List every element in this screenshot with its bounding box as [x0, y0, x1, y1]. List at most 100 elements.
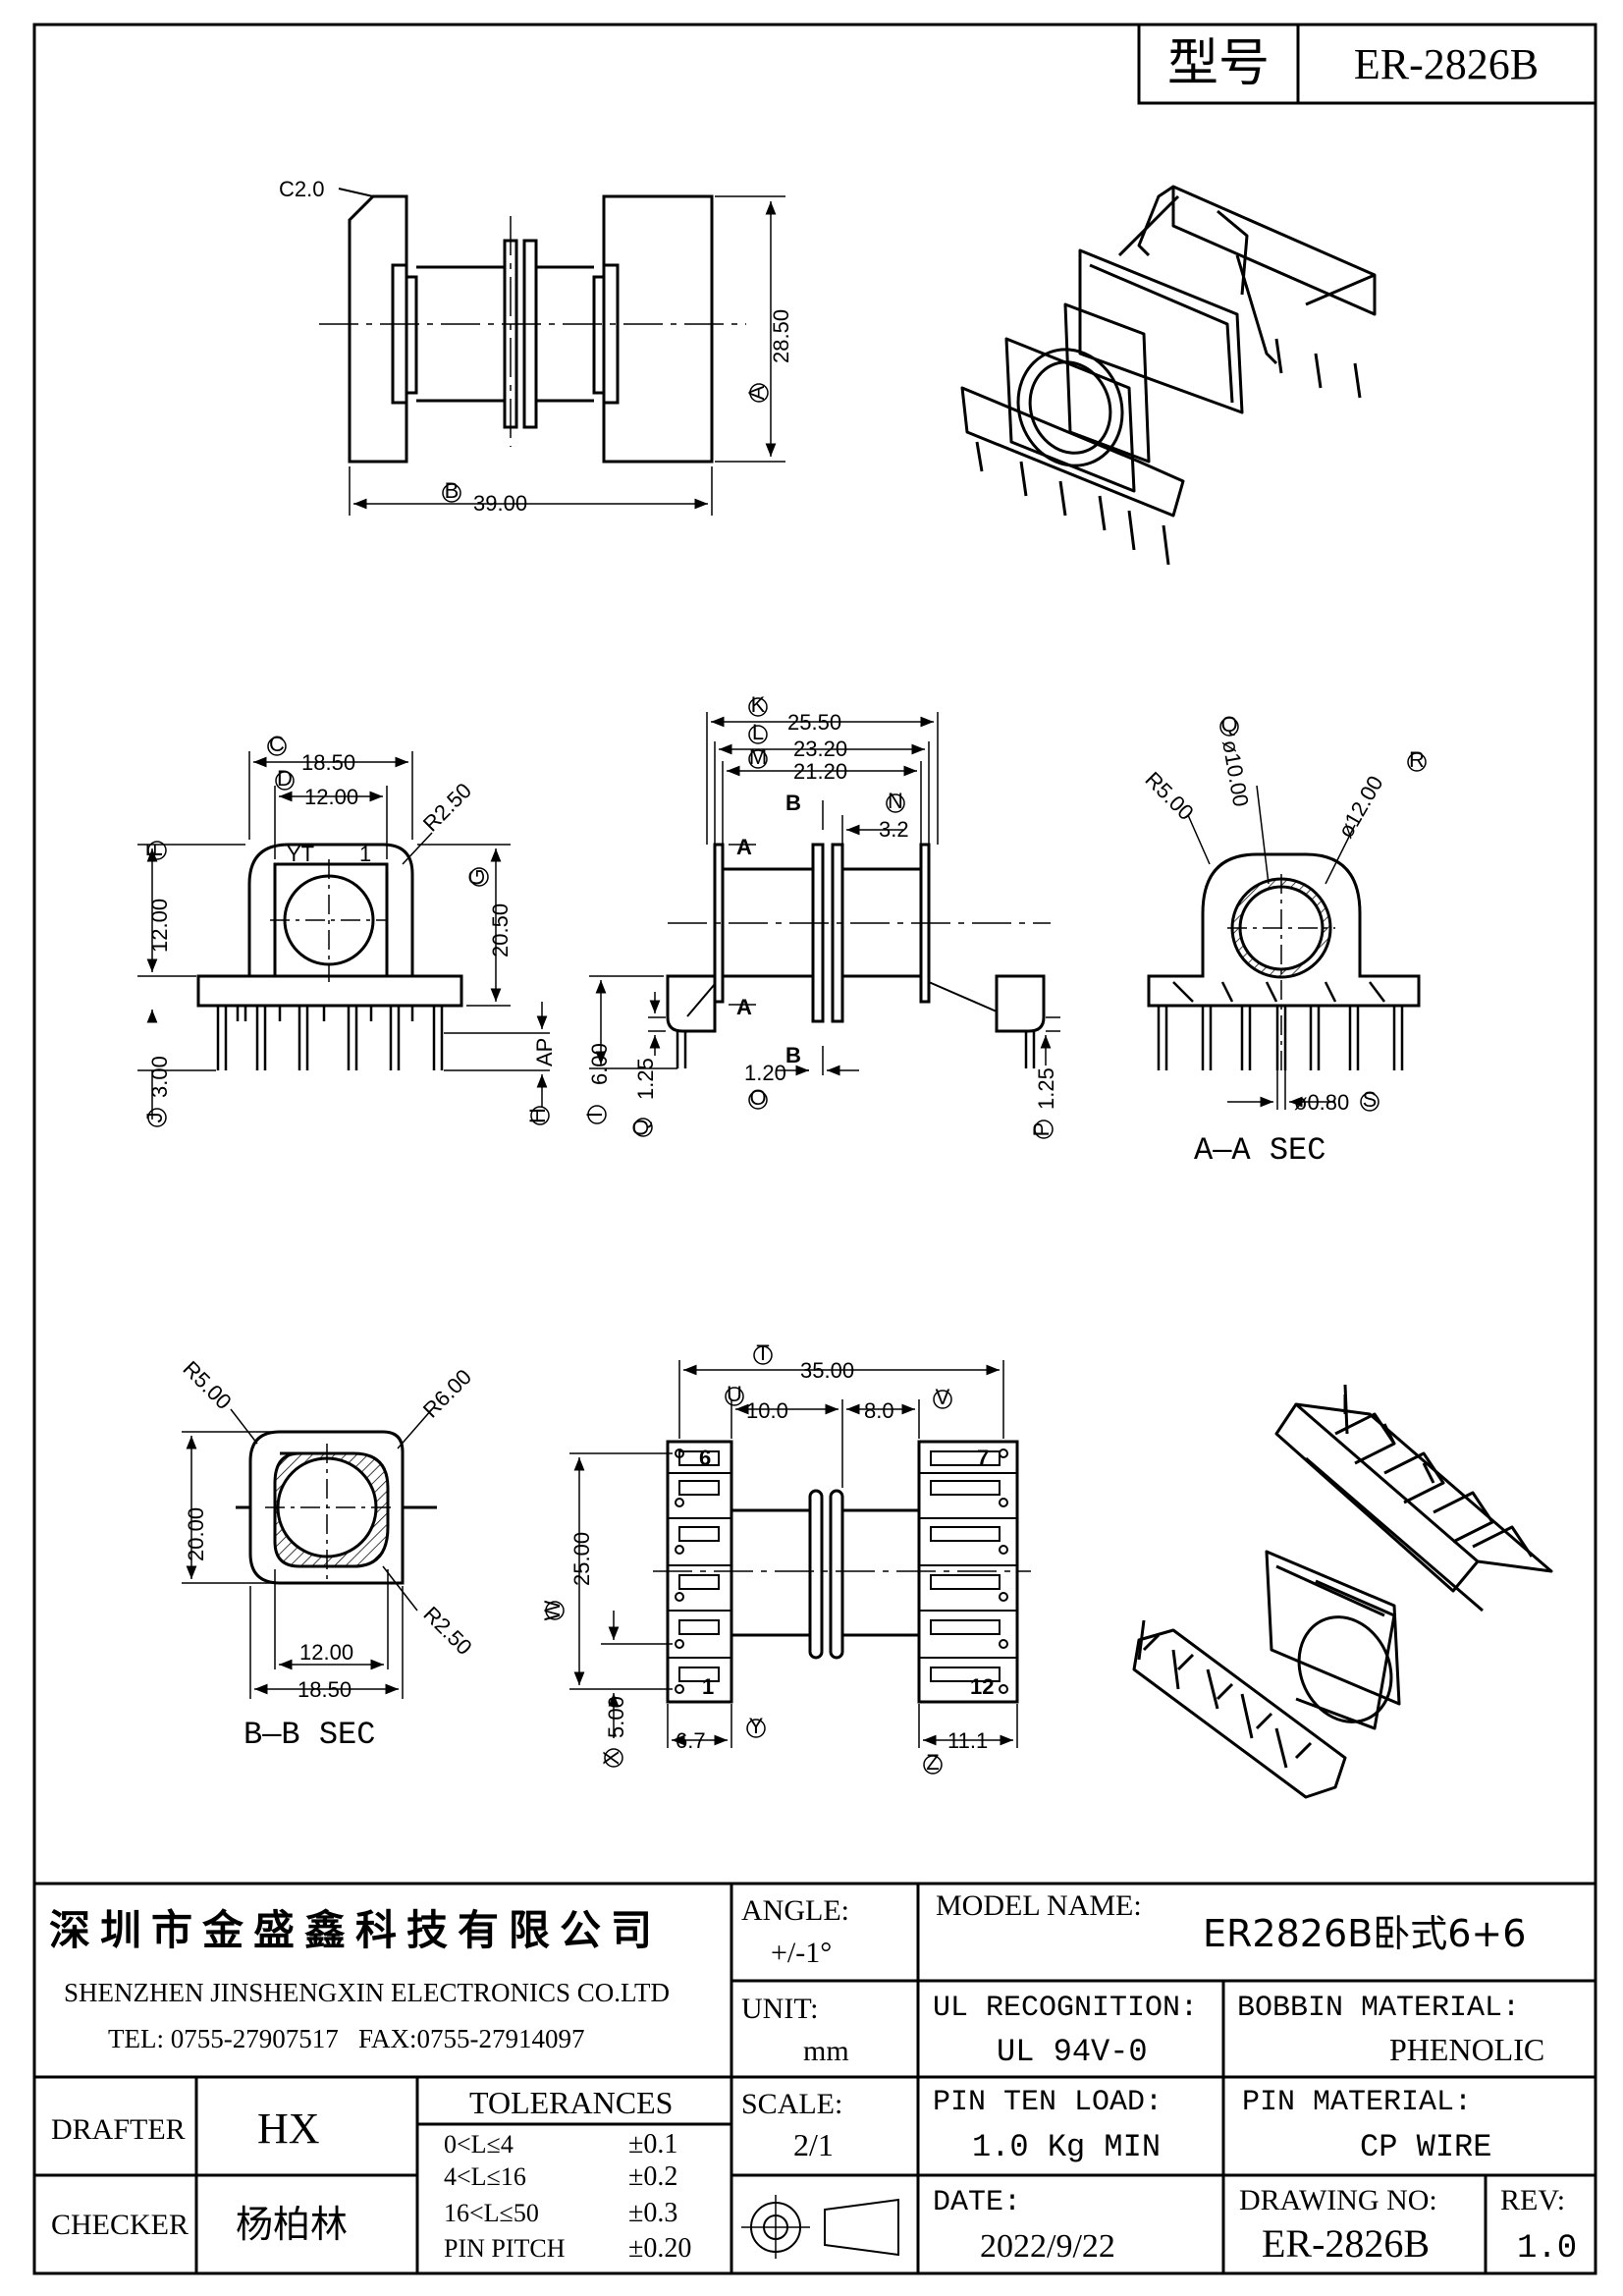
- bb-section: [182, 1408, 437, 1699]
- front-mark-1: 1: [359, 842, 371, 866]
- tolerance-range-2: 4<L≤16: [444, 2162, 526, 2191]
- unit-value: mm: [803, 2035, 849, 2067]
- iso-view-top: [960, 185, 1377, 566]
- bottom-b: 8.0: [864, 1398, 894, 1423]
- side-t-left: 1.25: [633, 1058, 658, 1100]
- side-view: [589, 712, 1060, 1076]
- front-pin-len: 3.00: [147, 1056, 172, 1098]
- side-sec-a-top: A: [736, 835, 752, 859]
- height-code: A: [744, 385, 769, 400]
- aa-pin-d: ø0.80: [1294, 1090, 1349, 1115]
- side-l3: 21.20: [793, 759, 847, 784]
- front-w2-code: D: [277, 766, 293, 791]
- bottom-b-code: V: [936, 1385, 950, 1409]
- bottom-view: [569, 1360, 1031, 1748]
- bottom-a: 10.0: [746, 1398, 788, 1423]
- front-ap-code: H: [525, 1108, 550, 1123]
- top-view-labels: C2.0 28.50 A B 39.00: [279, 177, 793, 516]
- front-view: [137, 751, 550, 1120]
- side-view-labels: K 25.50 L 23.20 M 21.20 N 3.2 B B A A 1.…: [582, 692, 1058, 1139]
- bottom-pin-space-code: X: [599, 1750, 623, 1765]
- bottom-pin-space: 5.00: [604, 1696, 628, 1738]
- bottom-c: 6.7: [676, 1728, 706, 1753]
- model-name-label: MODEL NAME:: [936, 1889, 1142, 1922]
- front-h-left: 12.00: [147, 899, 172, 953]
- drawing-no-label: DRAWING NO:: [1239, 2184, 1437, 2216]
- drafter-label: DRAFTER: [51, 2113, 186, 2146]
- side-t-right-code: P: [1029, 1122, 1054, 1137]
- side-l1: 25.50: [787, 710, 841, 735]
- date-value: 2022/9/22: [980, 2228, 1115, 2265]
- side-t-right: 1.25: [1034, 1067, 1058, 1110]
- side-base: 6.00: [587, 1043, 612, 1085]
- bottom-d-code: Z: [926, 1750, 939, 1775]
- bobbin-label: BOBBIN MATERIAL:: [1237, 1992, 1520, 2025]
- pin-load-label: PIN TEN LOAD:: [933, 2086, 1163, 2119]
- bottom-a-code: U: [727, 1382, 742, 1406]
- rev-label: REV:: [1500, 2184, 1565, 2216]
- side-l2-code: L: [752, 720, 764, 744]
- aa-caption: A—A SEC: [1194, 1132, 1325, 1169]
- aa-din-code: Q: [1220, 712, 1237, 737]
- height-dim: 28.50: [769, 309, 793, 363]
- bottom-pin-6: 6: [699, 1446, 711, 1470]
- date-label: DATE:: [933, 2186, 1021, 2219]
- bottom-pitch-code: W: [540, 1600, 565, 1620]
- drafter-value: HX: [257, 2105, 320, 2153]
- pin-load-value: 1.0 Kg MIN: [972, 2129, 1161, 2165]
- side-l2: 23.20: [793, 737, 847, 761]
- front-pin-len-code: J: [142, 1113, 167, 1123]
- bb-caption: B—B SEC: [243, 1717, 375, 1753]
- side-sec-a-bottom: A: [736, 995, 752, 1019]
- width-dim: 39.00: [473, 491, 527, 516]
- bobbin-value: PHENOLIC: [1389, 2032, 1544, 2067]
- side-t-left-code: Q: [628, 1119, 653, 1135]
- header-model-box: 型号 ER-2826B: [1137, 23, 1597, 105]
- tolerance-value-3: ±0.3: [628, 2198, 677, 2228]
- header-model-label: 型号: [1167, 34, 1270, 93]
- side-flange: 1.20: [744, 1061, 786, 1085]
- bb-r1: R5.00: [178, 1356, 236, 1414]
- pin-mat-label: PIN MATERIAL:: [1242, 2086, 1472, 2119]
- bb-w-in: 12.00: [299, 1640, 353, 1665]
- aa-dout: ø12.00: [1333, 772, 1388, 843]
- scale-value: 2/1: [793, 2127, 834, 2162]
- aa-radius: R5.00: [1140, 767, 1198, 825]
- header-model-value: ER-2826B: [1354, 40, 1539, 88]
- side-l3-code: M: [749, 744, 767, 769]
- bottom-len: 35.00: [800, 1358, 854, 1383]
- bottom-view-labels: T 35.00 U 10.0 V 8.0 25.00 W 5.00 X 6.7 …: [540, 1340, 994, 1775]
- bb-h: 20.00: [184, 1507, 208, 1561]
- bb-r2: R6.00: [418, 1364, 476, 1422]
- bottom-pin-1: 1: [702, 1674, 714, 1699]
- aa-section-labels: R5.00 Q ø10.00 ø12.00 R ø0.80 S A—A SEC: [1140, 712, 1427, 1169]
- front-h-left-code: F: [142, 844, 167, 856]
- company-contact: TEL: 0755-27907517 FAX:0755-27914097: [108, 2024, 584, 2053]
- chamfer-label: C2.0: [279, 177, 324, 201]
- front-mark-yt: YT: [287, 842, 314, 866]
- front-w1-code: C: [269, 732, 285, 756]
- angle-label: ANGLE:: [741, 1894, 849, 1927]
- title-block-text: 深圳市金盛鑫科技有限公司 SHENZHEN JINSHENGXIN ELECTR…: [49, 1889, 1577, 2268]
- tolerances-label: TOLERANCES: [469, 2085, 673, 2120]
- bottom-d: 11.1: [947, 1728, 988, 1753]
- bottom-c-code: Y: [749, 1714, 764, 1738]
- aa-pin-d-code: S: [1363, 1087, 1378, 1112]
- side-gap: 3.2: [879, 817, 909, 842]
- checker-value: 杨柏林: [236, 2203, 348, 2246]
- side-l1-code: K: [751, 692, 766, 717]
- front-ap: AP: [532, 1038, 557, 1066]
- pin-mat-value: CP WIRE: [1360, 2129, 1491, 2165]
- side-flange-code: O: [749, 1085, 766, 1110]
- model-name-value: ER2826B卧式6+6: [1203, 1912, 1526, 1955]
- tolerance-range-3: 16<L≤50: [444, 2199, 539, 2227]
- side-gap-code: N: [888, 789, 903, 813]
- drawing-no-value: ER-2826B: [1262, 2221, 1430, 2266]
- aa-din: ø10.00: [1217, 738, 1254, 809]
- front-w1: 18.50: [301, 750, 355, 775]
- title-block: [32, 1882, 1597, 2275]
- iso-view-bottom: [1132, 1384, 1553, 1799]
- front-h-right-code: G: [464, 868, 489, 885]
- aa-dout-code: R: [1409, 747, 1425, 772]
